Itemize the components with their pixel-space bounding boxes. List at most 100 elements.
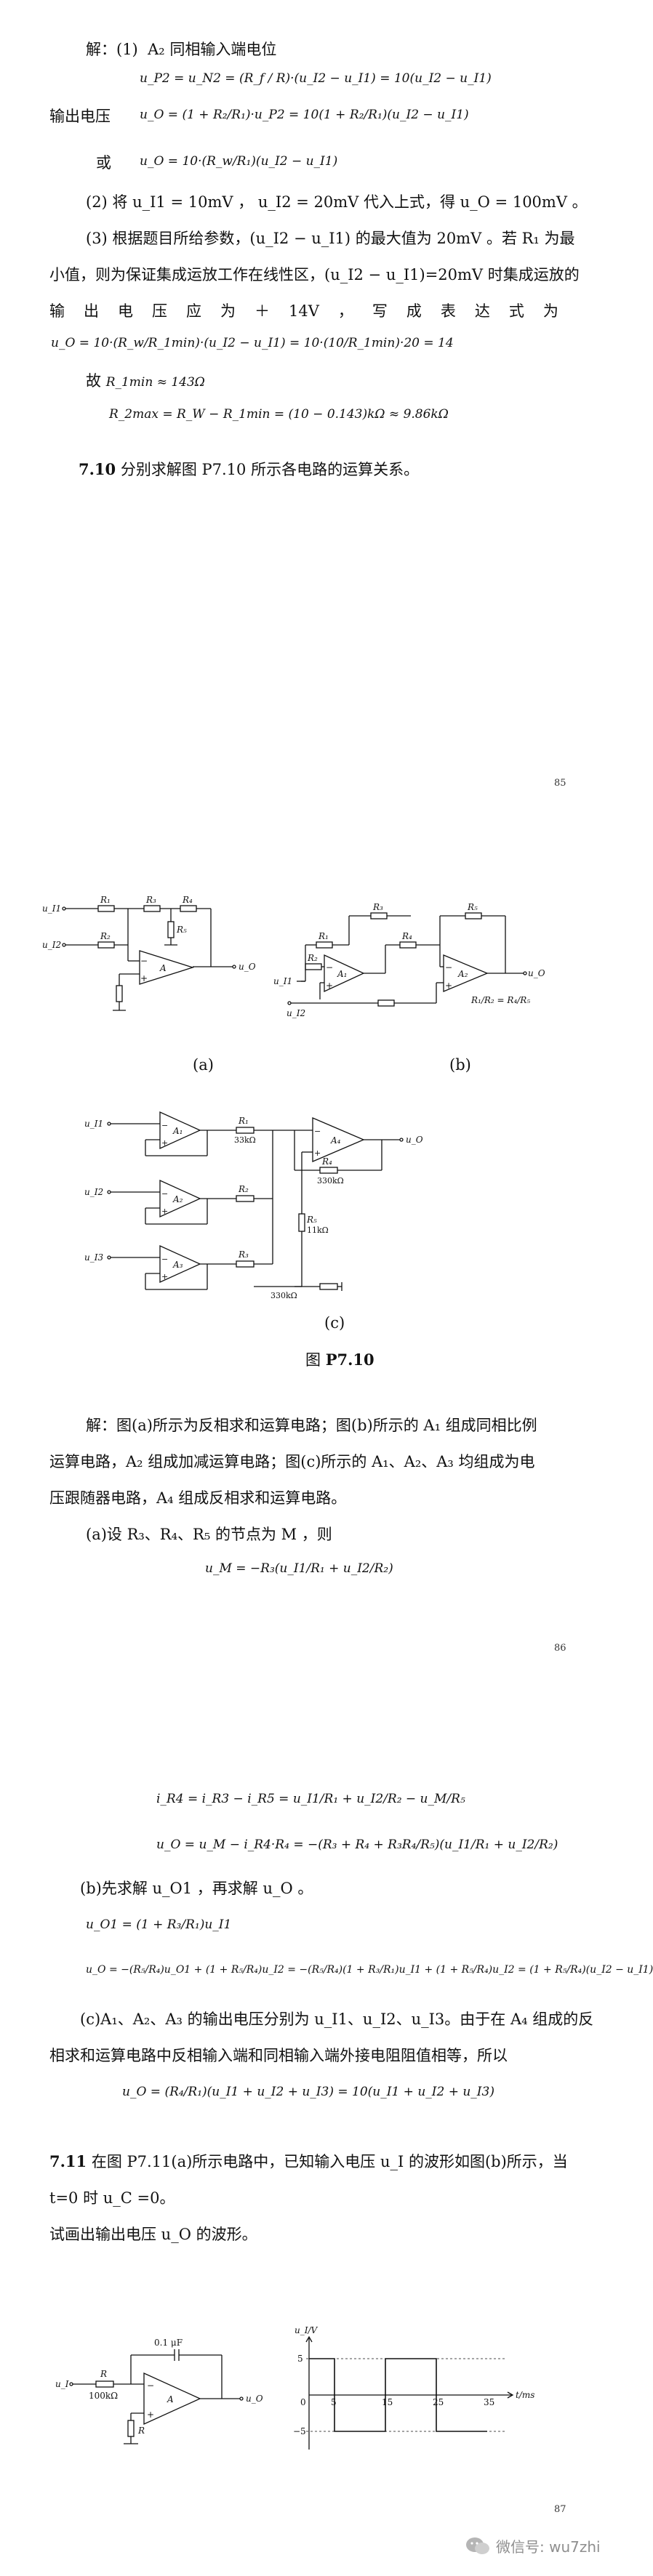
svg-text:−: − [147,2380,154,2391]
or-label: 或 [96,154,111,172]
label-b-uo: u_O [528,968,545,978]
label-wave-zero: 0 [300,2397,306,2407]
figure-b-label: (b) [449,1056,471,1074]
label-c-r4: R₄ [321,1156,332,1167]
problem-text-711-line2: t=0 时 u_C =0。 [49,2189,175,2207]
solution-c-line1: (c)A₁、A₂、A₃ 的输出电压分别为 u_I1、u_I2、u_I3。由于在 … [80,2011,594,2028]
therefore-label: 故 [86,372,101,390]
svg-text:−: − [161,1255,168,1264]
solution-a-line2: 运算电路，A₂ 组成加减运算电路；图(c)所示的 A₁、A₂、A₃ 均组成为电 [49,1453,535,1470]
paragraph-3-line2: 小值，则为保证集成运放工作在线性区，(u_I2 − u_I1)=20mV 时集成… [49,266,580,283]
figure-caption-number: P7.10 [325,1351,374,1369]
label-711-ui: u_I [55,2379,69,2389]
label-r2: R₂ [100,931,111,941]
problem-text-711-line1: 在图 P7.11(a)所示电路中，已知输入电压 u_I 的波形如图(b)所示，当 [91,2153,568,2170]
equation-uo-c: u_O = (R₄/R₁)(u_I1 + u_I2 + u_I3) = 10(u… [122,2085,494,2099]
label-r3: R₃ [145,895,156,905]
word-9: 写 [372,302,388,320]
output-voltage-label: 输出电压 [49,108,111,125]
label-c-a3: A₃ [172,1260,183,1270]
svg-text:+: + [161,1272,168,1281]
label-wave-t5: 5 [331,2397,337,2407]
word-13: 式 [508,302,524,320]
svg-text:−: − [161,1189,168,1199]
equation-r1min-derivation: u_O = 10·(R_w/R_1min)·(u_I2 − u_I1) = 10… [51,336,454,350]
equation-um: u_M = −R₃(u_I1/R₁ + u_I2/R₂) [205,1561,393,1576]
equation-r1min: 故 R_1min ≈ 143Ω [86,369,205,394]
word-12: 达 [474,302,490,320]
label-wave-t35: 35 [484,2397,494,2407]
label-b-r3: R₃ [372,902,383,912]
label-r5: R₅ [176,925,187,935]
word-0: 输 [49,302,65,320]
paragraph-3-line3: 输出电压应为＋14V，写成表达式为 [49,299,558,323]
label-c-r3: R₃ [238,1249,249,1260]
label-c-ui1: u_I1 [84,1119,103,1129]
label-c-11k: 11kΩ [307,1225,329,1235]
svg-text:−: − [140,956,148,966]
equation-uo-alt: u_O = 10·(R_w/R₁)(u_I2 − u_I1) [140,154,338,169]
circuit-figure-c: u_I1 u_I2 u_I3 A₁ A₂ A₃ A₄ R₁ R₂ R₃ R₄ R… [84,1111,423,1300]
svg-text:+: + [140,973,148,983]
label-wave-5v: 5 [297,2354,303,2364]
label-wave-yaxis: u_I/V [295,2325,319,2335]
circuit-figure-711a: 0.1 μF 100kΩ −+ R R A u_I u_O [55,2338,263,2444]
word-10: 成 [406,302,422,320]
word-8: ， [337,302,353,320]
label-b-a2: A₂ [457,969,468,979]
label-r1: R₁ [100,895,111,905]
watermark-text: 微信号: wu7zhi [496,2538,601,2556]
equation-uo-b: u_O = −(R₅/R₄)u_O1 + (1 + R₅/R₄)u_I2 = −… [86,1964,653,1976]
svg-text:+: + [314,1148,321,1158]
label-b-r1: R₁ [318,931,329,941]
svg-text:+: + [326,981,333,991]
label-c-33k: 33kΩ [234,1135,256,1145]
label-c-330k-a: 330kΩ [317,1176,344,1186]
equation-r2max: R_2max = R_W − R_1min = (10 − 0.143)kΩ ≈… [109,407,449,422]
word-14: 为 [542,302,558,320]
label-c-uo: u_O [406,1135,423,1145]
label-wave-t25: 25 [433,2397,444,2407]
label-711-uo: u_O [246,2394,263,2404]
label-ui1: u_I1 [42,903,61,914]
label-c-a4: A₄ [330,1135,341,1146]
svg-text:−: − [445,962,452,973]
figure-c-label: (c) [324,1314,345,1332]
page-number-85: 85 [554,778,566,789]
word-5: 为 [220,302,236,320]
svg-text:−: − [326,962,333,973]
problem-text-711-line3: 试画出输出电压 u_O 的波形。 [49,2226,257,2243]
word-3: 压 [152,302,167,320]
label-ui2: u_I2 [42,940,61,950]
label-wave-minus5v: −5 [293,2426,306,2436]
label-711-r2: R [137,2426,145,2436]
circuit-figure-b: R₁ R₂ R₃ R₄ R₅ A₁ A₂ u_I1 u_I2 u_O R₁/R₂… [273,902,545,1018]
solution-a-line3: 压跟随器电路，A₄ 组成反相求和运算电路。 [49,1489,347,1507]
problem-7-11: 7.11 在图 P7.11(a)所示电路中，已知输入电压 u_I 的波形如图(b… [49,2150,568,2173]
svg-text:−: − [161,1121,168,1130]
circuit-figure-a: u_I1 u_I2 R₁ R₂ R₃ R₄ R₅ A u_O −+ [42,895,256,1011]
wechat-icon [466,2537,489,2554]
label-c-330k-b: 330kΩ [271,1291,297,1300]
label-c-r5: R₅ [306,1215,317,1225]
equation-uo1: u_O1 = (1 + R₃/R₁)u_I1 [86,1917,232,1932]
equation-ir4: i_R4 = i_R3 − i_R5 = u_I1/R₁ + u_I2/R₂ −… [156,1792,465,1806]
label-711-r: R [100,2369,107,2379]
solution-a-line4: (a)设 R₃、R₄、R₅ 的节点为 M ，则 [86,1526,332,1543]
label-711-opamp: A [167,2394,174,2404]
label-b-r4: R₄ [401,931,412,941]
waveform-trace [309,2358,487,2432]
solution-intro: 解：(1) A₂ 同相输入端电位 [86,38,276,61]
word-4: 应 [186,302,201,320]
label-b-ui1: u_I1 [273,976,292,986]
equation-uo-a: u_O = u_M − i_R4·R₄ = −(R₃ + R₄ + R₃R₄/R… [156,1838,558,1852]
label-c-r1: R₁ [238,1116,249,1126]
waveform-x-arrow [507,2391,514,2399]
word-2: 电 [118,302,133,320]
solution-intro-text: A₂ 同相输入端电位 [148,41,277,58]
label-c-ui2: u_I2 [84,1187,103,1197]
page-number-86: 86 [554,1643,566,1654]
problem-text: 分别求解图 P7.10 所示各电路的运算关系。 [120,461,420,478]
word-1: 出 [84,302,99,320]
figure-a-label: (a) [193,1056,214,1074]
